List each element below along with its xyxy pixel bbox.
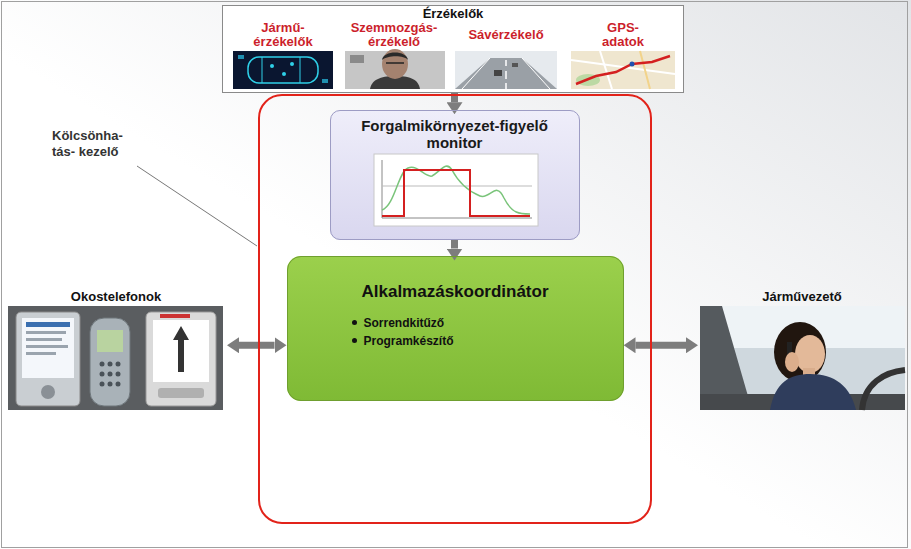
driver-picture: [700, 306, 905, 410]
sensor-tile: GPS- adatok: [568, 21, 678, 91]
gps-map-picture: [571, 51, 675, 89]
bullet-item: Sorrendkitűző: [350, 314, 623, 332]
vehicle-sensor-picture: [233, 51, 333, 89]
panel-heading: Érzékelők: [223, 6, 683, 21]
driver-node: Járművezető: [698, 290, 906, 412]
block-arrow: [636, 342, 687, 349]
panel-fill: [222, 5, 684, 93]
smartphones-picture: [8, 306, 223, 410]
eye-tracker-picture: [345, 49, 445, 89]
box-fill: [330, 110, 580, 240]
sensor-tile: Szemmozgás- érzékelő: [340, 21, 448, 91]
outline-heading: Kölcsönha- tás- kezelő: [52, 128, 136, 160]
sensor-label: GPS- adatok: [593, 21, 653, 49]
node-heading: Okostelefonok: [5, 290, 227, 304]
sensor-panel: ÉrzékelőkJármű- érzékelők Szemmozgás- érz…: [222, 5, 684, 93]
sensor-tile: Jármű- érzékelők: [228, 21, 338, 91]
sensor-label: Szemmozgás- érzékelő: [340, 21, 448, 49]
box-fill: [287, 256, 624, 401]
monitor-box: Forgalmikörnyezet-figyelő monitor: [330, 110, 580, 240]
block-arrow: [451, 240, 458, 249]
sensor-tile: Sávérzékelő: [452, 21, 560, 91]
smartphones-node: Okostelefonok: [5, 290, 227, 412]
bullet-item: Programkészítő: [350, 332, 623, 350]
sensor-label: Jármű- érzékelők: [240, 21, 326, 49]
node-heading: Járművezető: [698, 290, 906, 304]
box-heading: Forgalmikörnyezet-figyelő monitor: [331, 111, 579, 151]
monitor-chart: [374, 154, 538, 226]
lane-sensor-picture: [455, 51, 557, 89]
coordinator-box: AlkalmazáskoordinátorSorrendkitűzőProgra…: [287, 256, 624, 401]
block-arrow: [239, 342, 275, 349]
interaction-manager-outline: Kölcsönha- tás- kezelőForgalmikörnyezet-…: [258, 94, 652, 524]
leader-line: [137, 166, 257, 246]
sensor-label: Sávérzékelő: [452, 21, 560, 42]
box-heading: Alkalmazáskoordinátor: [288, 257, 623, 302]
